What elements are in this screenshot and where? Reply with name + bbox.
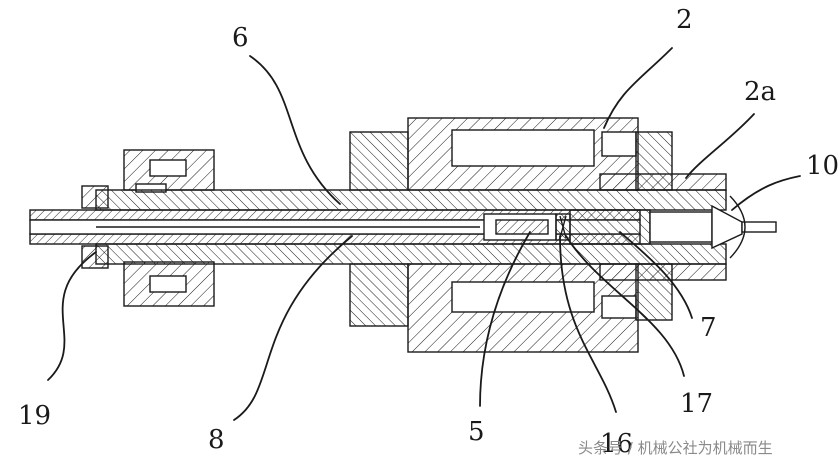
leader-6 <box>249 55 341 205</box>
housing-body-2-upper <box>349 117 639 191</box>
leader-lines <box>47 47 801 421</box>
leader-16 <box>559 235 617 413</box>
callout-2: 2 <box>676 5 693 35</box>
right-flange-2a <box>599 131 727 321</box>
watermark-text: 头条号 / 机械公社为机械而生 <box>578 439 773 457</box>
callout-7: 7 <box>700 313 717 343</box>
leader-2 <box>603 47 673 129</box>
leader-17 <box>565 235 685 377</box>
callout-6: 6 <box>232 23 249 53</box>
leader-8 <box>233 235 353 421</box>
leader-19 <box>47 251 97 381</box>
cone-tip-10 <box>711 195 777 259</box>
leader-2a <box>685 113 755 179</box>
callout-labels: 6 2 2a 10 19 8 5 16 17 7 <box>18 5 839 459</box>
left-nut-top <box>123 149 215 193</box>
callout-19: 19 <box>18 401 51 431</box>
callout-17: 17 <box>680 389 713 419</box>
callout-8: 8 <box>208 425 225 455</box>
callout-5: 5 <box>468 417 485 447</box>
housing-body-2-lower <box>349 263 639 353</box>
leader-10 <box>731 175 801 211</box>
callout-16: 16 <box>600 429 633 459</box>
leader-7 <box>619 231 693 319</box>
left-nut-bottom <box>123 261 215 307</box>
inner-components-5-16-17 <box>483 213 571 241</box>
callout-10: 10 <box>806 151 839 181</box>
callout-2a: 2a <box>744 77 776 107</box>
tip-holder-7 <box>569 209 713 245</box>
leader-5 <box>479 231 531 407</box>
